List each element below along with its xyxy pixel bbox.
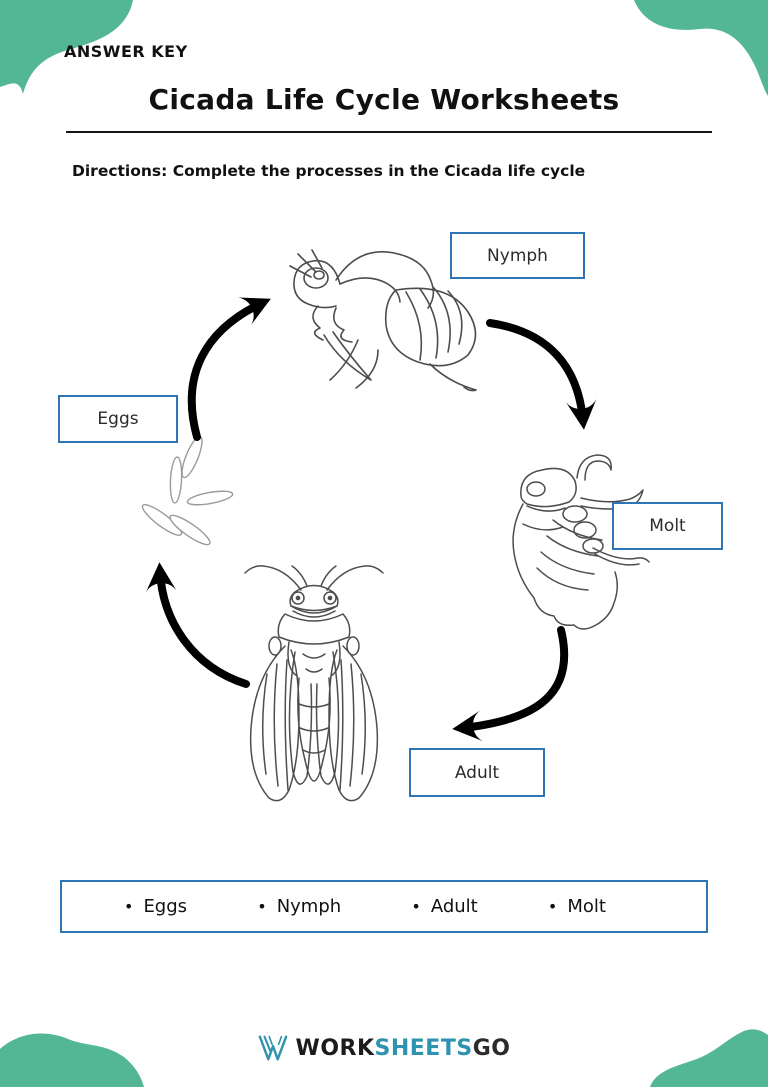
word-bank-item: • Adult xyxy=(411,896,477,917)
worksheetsgo-wordmark: WORKSHEETSGO xyxy=(296,1036,511,1061)
cicada-eggs-illustration xyxy=(138,435,253,550)
word-bank-label-adult: Adult xyxy=(430,896,478,917)
word-bank-label-nymph: Nymph xyxy=(276,896,342,917)
word-bank: • Eggs • Nymph • Adult • Molt xyxy=(60,880,708,933)
word-bank-item: • Eggs xyxy=(124,896,187,917)
cicada-nymph-illustration xyxy=(278,240,493,395)
page-title: Cicada Life Cycle Worksheets xyxy=(148,83,620,116)
arrow-molt-to-adult xyxy=(452,626,569,742)
stage-label-adult: Adult xyxy=(454,762,500,783)
cicada-molt-illustration xyxy=(497,448,652,633)
stage-label-box-nymph: Nymph xyxy=(450,232,585,279)
bullet-icon: • xyxy=(257,897,267,916)
bullet-icon: • xyxy=(547,897,558,916)
arrow-nymph-to-molt xyxy=(486,319,597,430)
logo-text-sheets: SHEETS xyxy=(374,1035,473,1061)
stage-label-box-adult: Adult xyxy=(409,748,545,797)
worksheetsgo-logo: WORKSHEETSGO xyxy=(0,1033,768,1063)
directions-text: Directions: Complete the processes in th… xyxy=(72,162,586,180)
word-bank-item: • Molt xyxy=(548,896,606,917)
word-bank-label-eggs: Eggs xyxy=(143,896,188,917)
stage-label-nymph: Nymph xyxy=(487,245,548,266)
word-bank-item: • Nymph xyxy=(257,896,341,917)
logo-text-go: GO xyxy=(472,1035,511,1061)
answer-key-label: ANSWER KEY xyxy=(64,42,188,61)
arrow-adult-to-eggs xyxy=(145,562,250,688)
stage-label-box-molt: Molt xyxy=(612,502,723,550)
adult-cicada-illustration xyxy=(215,552,413,814)
worksheetsgo-w-icon xyxy=(258,1035,287,1061)
bullet-icon: • xyxy=(124,897,134,916)
title-divider-line xyxy=(66,131,712,133)
bullet-icon: • xyxy=(411,897,421,916)
arrow-eggs-to-nymph xyxy=(187,297,271,441)
stage-label-molt: Molt xyxy=(649,516,686,536)
word-bank-label-molt: Molt xyxy=(567,896,606,917)
logo-text-work: WORK xyxy=(295,1035,375,1061)
stage-label-eggs: Eggs xyxy=(97,409,139,429)
stage-label-box-eggs: Eggs xyxy=(58,395,178,443)
